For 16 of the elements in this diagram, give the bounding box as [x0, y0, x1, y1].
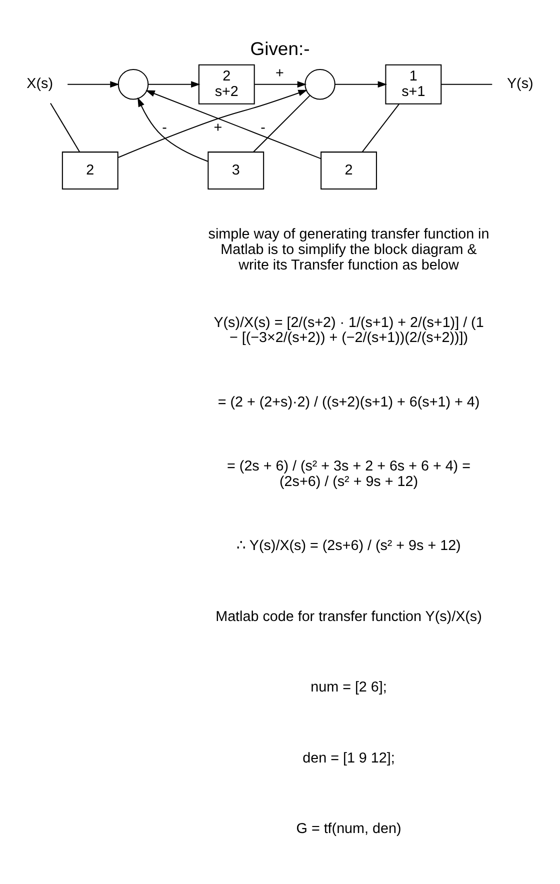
label: simple way of generating transfer function in Matlab is to simplify the block diagram & write its Transfer function as below [208, 226, 490, 274]
node-text: X(s) [26, 76, 54, 92]
diagram-title: Given:- [250, 38, 310, 59]
label: den = [1 9 12]; [302, 750, 395, 766]
edge-label: + [214, 120, 222, 136]
edge-label: - [162, 120, 167, 136]
label: G = tf(num, den) [296, 821, 402, 838]
label: Matlab code for transfer function Y(s)/X(s) [216, 608, 482, 625]
edge-label: + [276, 65, 284, 82]
label: = (2s + 6) / (s² + 3s + 2 + 6s + 6 + 4) = (2s+6) / (s² + 9s + 12) [227, 458, 470, 490]
edge-label: - [260, 120, 266, 136]
label: = (2 + (2+s)·2) / ((s+2)(s+1) + 6(s+1) + 4) [218, 394, 480, 410]
label: ∴ Y(s)/X(s) = (2s+6) / (s² + 9s + 12) [236, 538, 461, 554]
node-text: Y(s) [506, 76, 534, 92]
label: num = [2 6]; [310, 680, 387, 696]
label: Y(s)/X(s) = [2/(s+2) · 1/(s+1) + 2/(s+1)] / (1 − [(−3×2/(s+2)) + (−2/(s+1))(2/(s+2))]) [214, 314, 484, 346]
